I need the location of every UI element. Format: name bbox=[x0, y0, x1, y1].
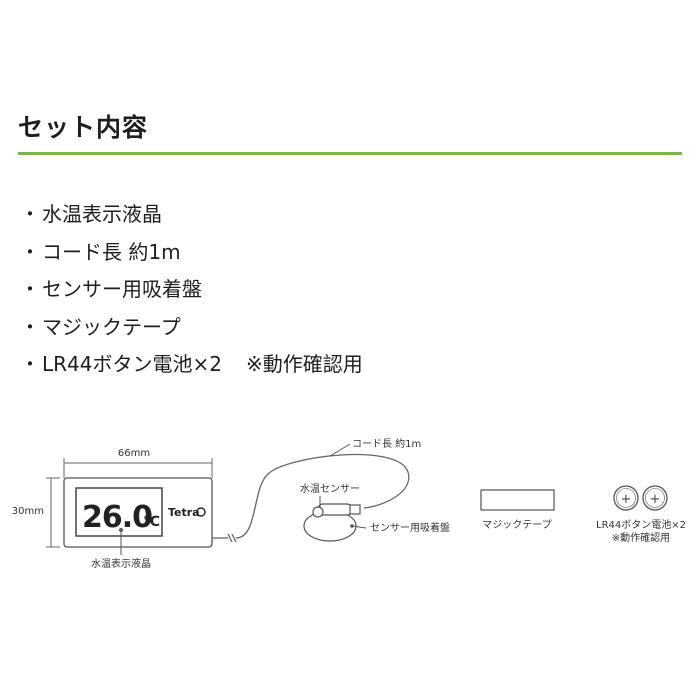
list-item: ・マジックテープ bbox=[20, 309, 363, 347]
list-item: ・水温表示液晶 bbox=[20, 196, 363, 234]
section-title: セット内容 bbox=[18, 113, 149, 142]
battery-plus-icon: + bbox=[650, 492, 661, 507]
lcd-label: 水温表示液晶 bbox=[91, 557, 151, 570]
suction-callout-line bbox=[351, 525, 367, 529]
green-divider bbox=[18, 152, 682, 155]
lcd-screen bbox=[75, 487, 163, 537]
temperature-reading: 26.0 bbox=[82, 500, 152, 535]
item-text: センサー用吸着盤 bbox=[42, 277, 202, 301]
bullet: ・ bbox=[20, 277, 40, 301]
magic-tape-label: マジックテープ bbox=[482, 519, 551, 531]
cord-length-label: コード長 約1m bbox=[352, 437, 421, 450]
battery-plus-icon: + bbox=[621, 492, 632, 507]
battery-icon bbox=[613, 485, 639, 511]
bullet: ・ bbox=[20, 239, 40, 264]
suction-callout-dot bbox=[350, 524, 354, 528]
bullet: ・ bbox=[20, 352, 40, 376]
item-text: コード長 約1m bbox=[42, 239, 181, 264]
width-label: 66mm bbox=[118, 448, 150, 459]
item-text: 水温表示液晶 bbox=[42, 202, 162, 226]
logo-ring-icon bbox=[196, 507, 206, 517]
list-item: ・コード長 約1m bbox=[20, 234, 363, 272]
battery-icon bbox=[642, 485, 668, 511]
brand-logo: Tetra bbox=[168, 506, 200, 519]
list-item: ・センサー用吸着盤 bbox=[20, 271, 363, 309]
magic-tape bbox=[480, 489, 555, 511]
suction-cup-label: センサー用吸着盤 bbox=[370, 521, 450, 534]
height-dimension bbox=[46, 477, 60, 548]
product-diagram: 66mm 30mm 26.0 ℃ Tetra 水温表示液晶 コード長 約1m 水… bbox=[12, 437, 686, 570]
bullet: ・ bbox=[20, 314, 40, 339]
cord-callout-line bbox=[329, 443, 351, 457]
lcd-callout-dot bbox=[119, 528, 123, 532]
item-text: マジックテープ bbox=[42, 314, 181, 339]
item-note: ※動作確認用 bbox=[245, 352, 363, 376]
temperature-unit: ℃ bbox=[143, 514, 160, 530]
contents-list: ・水温表示液晶 ・コード長 約1m ・センサー用吸着盤 ・マジックテープ ・LR… bbox=[20, 196, 363, 384]
width-dimension bbox=[63, 458, 213, 478]
item-text: LR44ボタン電池×2 bbox=[42, 352, 222, 376]
bullet: ・ bbox=[20, 202, 40, 226]
battery-note: ※動作確認用 bbox=[612, 531, 670, 544]
list-item: ・LR44ボタン電池×2 ※動作確認用 bbox=[20, 346, 363, 384]
height-label: 30mm bbox=[12, 506, 44, 517]
sensor-icon bbox=[303, 503, 361, 542]
battery-label: LR44ボタン電池×2 bbox=[596, 518, 686, 531]
cord bbox=[212, 453, 410, 543]
sensor-label: 水温センサー bbox=[300, 483, 360, 495]
